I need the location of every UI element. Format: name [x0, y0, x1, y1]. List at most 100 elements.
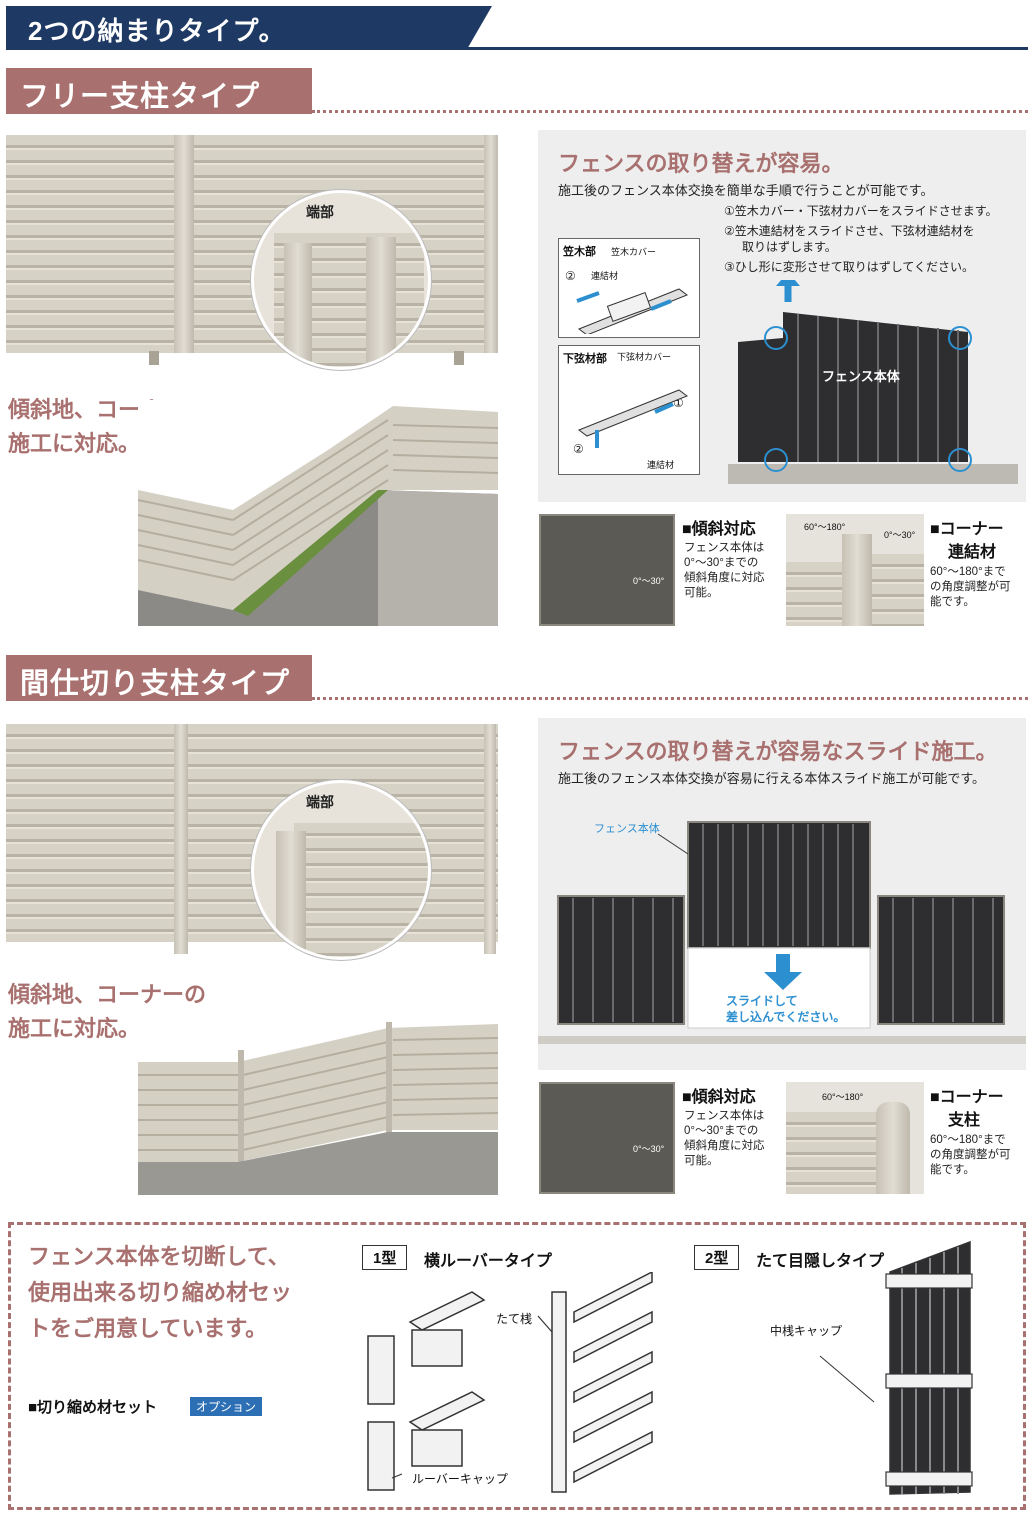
section-divider: [312, 110, 1028, 113]
corner-angle-label-b: 0°～30°: [884, 530, 916, 540]
zoom-post: [276, 831, 306, 957]
feature-text-corner-1: 60°～180°まで: [930, 1134, 1006, 1146]
trim-set-label: ■切り縮め材セット: [28, 1399, 158, 1416]
diagram-label-top-rail: 笠木部: [563, 246, 596, 258]
feature-text-slope-3: 傾斜角度に対応: [684, 572, 765, 584]
diagram-number-1: ①: [673, 396, 684, 410]
type2-part-middle-cap: 中桟キャップ: [770, 1324, 843, 1338]
rail-drawing: [577, 389, 689, 448]
corner-feature-photo: 60°～180° 0°～30°: [786, 514, 924, 626]
type1-name: 横ルーバータイプ: [424, 1253, 552, 1270]
feature-text-corner-2: の角度調整が可: [930, 581, 1011, 593]
slope-fence-illustration: [138, 1022, 499, 1195]
end-detail-zoom: [251, 190, 431, 370]
fence-post: [484, 724, 496, 954]
type2-box: 2型: [694, 1245, 740, 1270]
info-title: フェンスの取り替えが容易なスライド施工。: [558, 739, 998, 764]
rail-drawing: [576, 288, 689, 334]
info-lead: 施工後のフェンス本体交換が容易に行える本体スライド施工が可能です。: [558, 771, 986, 786]
slope-angle-label: 0°～30°: [633, 576, 665, 586]
info-box-replacement: フェンスの取り替えが容易。 施工後のフェンス本体交換を簡単な手順で行うことが可能…: [538, 130, 1026, 502]
corner-post: [876, 1102, 910, 1194]
feature-text-slope-2: 0°～30°までの: [684, 1125, 759, 1137]
trim-set-box: [8, 1222, 1026, 1510]
slope-angle-label: 0°～30°: [633, 1144, 665, 1154]
fence-post: [174, 135, 194, 353]
info-title: フェンスの取り替えが容易。: [558, 151, 844, 176]
info-box-slide: フェンスの取り替えが容易なスライド施工。 施工後のフェンス本体交換が容易に行える…: [538, 718, 1026, 1070]
slope-fence-illustration: [137, 406, 499, 626]
slope-feature-photo: 0°～30°: [539, 514, 675, 626]
slope-feature-photo: 0°～30°: [539, 1082, 675, 1194]
zoom-post: [284, 243, 312, 367]
slope-caption-line1: 傾斜地、コーナーの: [8, 982, 207, 1007]
diagram-bottom-rail: 下弦材部 下弦材カバー 連結材 ② ①: [558, 345, 700, 475]
section-tab-free-post: フリー支柱タイプ: [6, 68, 312, 114]
slide-fence-diagram: [538, 821, 1026, 1044]
slope-photo-free-post: [137, 400, 499, 626]
feature-text-slope-1: フェンス本体は: [684, 1110, 765, 1122]
slide-instruction-1: スライドして: [726, 994, 798, 1008]
type2-name: たて目隠しタイプ: [756, 1253, 885, 1270]
type1-part-louver-cap: ルーバーキャップ: [410, 1470, 510, 1487]
feature-text-slope-1: フェンス本体は: [684, 542, 765, 554]
diagram-top-rail: 笠木部 笠木カバー 連結材 ② ①: [558, 238, 700, 338]
feature-text-corner-3: 能です。: [930, 596, 975, 608]
diagram-part-joint: 連結材: [591, 271, 619, 281]
fence-body-label: フェンス本体: [822, 369, 900, 384]
feature-text-slope-4: 可能。: [684, 1155, 719, 1167]
feature-text-slope-2: 0°～30°までの: [684, 557, 759, 569]
info-lead: 施工後のフェンス本体交換を簡単な手順で行うことが可能です。: [558, 183, 934, 198]
corner-angle-label-a: 60°～180°: [804, 522, 846, 532]
type1-box: 1型: [362, 1245, 408, 1270]
option-badge: オプション: [190, 1397, 263, 1416]
corner-louver: [786, 562, 842, 626]
fence-post: [484, 135, 498, 353]
slope-caption-line2: 施工に対応。: [8, 431, 141, 456]
feature-text-corner-1: 60°～180°まで: [930, 566, 1006, 578]
louver-panel: [6, 135, 498, 353]
feature-text-corner-3: 能です。: [930, 1164, 975, 1176]
header-rule: [6, 47, 1028, 50]
slide-instruction-2: 差し込んでください。: [726, 1010, 846, 1024]
zoom-post: [366, 237, 396, 367]
section-divider: [312, 697, 1028, 700]
post-foot: [454, 351, 464, 365]
corner-louver: [786, 1112, 876, 1194]
diagram-label-bottom-rail: 下弦材部: [563, 353, 607, 365]
type1-lineart: [367, 1272, 653, 1493]
feature-text-slope-3: 傾斜角度に対応: [684, 1140, 765, 1152]
diagram-part-joint: 連結材: [647, 460, 675, 470]
trim-lead-2: 使用出来る切り縮め材セッ: [28, 1280, 293, 1305]
slope-photo-partition-post: [138, 1020, 499, 1195]
diagram-number-2: ②: [573, 442, 584, 456]
zoom-louver: [294, 823, 428, 957]
diagram-part-cap-cover: 笠木カバー: [611, 247, 657, 257]
step-2b: 取りはずします。: [742, 240, 837, 254]
step-1: ①笠木カバー・下弦材カバーをスライドさせます。: [724, 204, 998, 218]
corner-post-photo: 60°～180°: [786, 1082, 924, 1194]
page-title: 2つの納まりタイプ。: [6, 6, 492, 48]
fence-post: [174, 724, 188, 954]
slope-caption-line2: 施工に対応。: [8, 1016, 141, 1041]
type1-part-stile: たて桟: [494, 1310, 535, 1327]
post-foot: [149, 351, 159, 365]
feature-title-corner-2: 支柱: [948, 1112, 981, 1129]
corner-angle-label-a: 60°～180°: [822, 1092, 864, 1102]
feature-title-corner-2: 連結材: [948, 544, 997, 561]
feature-title-slope: ■傾斜対応: [682, 1089, 756, 1106]
step-2a: ②笠木連結材をスライドさせ、下弦材連結材を: [724, 224, 975, 238]
end-detail-zoom: [251, 780, 431, 960]
step-3: ③ひし形に変形させて取りはずしてください。: [724, 260, 975, 274]
fence-body-label: フェンス本体: [594, 823, 660, 835]
trim-lead-3: トをご用意しています。: [28, 1316, 268, 1341]
corner-post: [842, 534, 872, 626]
feature-title-slope: ■傾斜対応: [682, 521, 756, 538]
feature-title-corner-1: ■コーナー: [930, 521, 1004, 538]
diagram-number-2: ②: [565, 269, 576, 283]
diagram-part-bottom-cover: 下弦材カバー: [617, 352, 672, 362]
type2-lineart: [819, 1240, 973, 1495]
corner-louver: [872, 554, 924, 626]
feature-text-slope-4: 可能。: [684, 587, 719, 599]
feature-text-corner-2: の角度調整が可: [930, 1149, 1011, 1161]
